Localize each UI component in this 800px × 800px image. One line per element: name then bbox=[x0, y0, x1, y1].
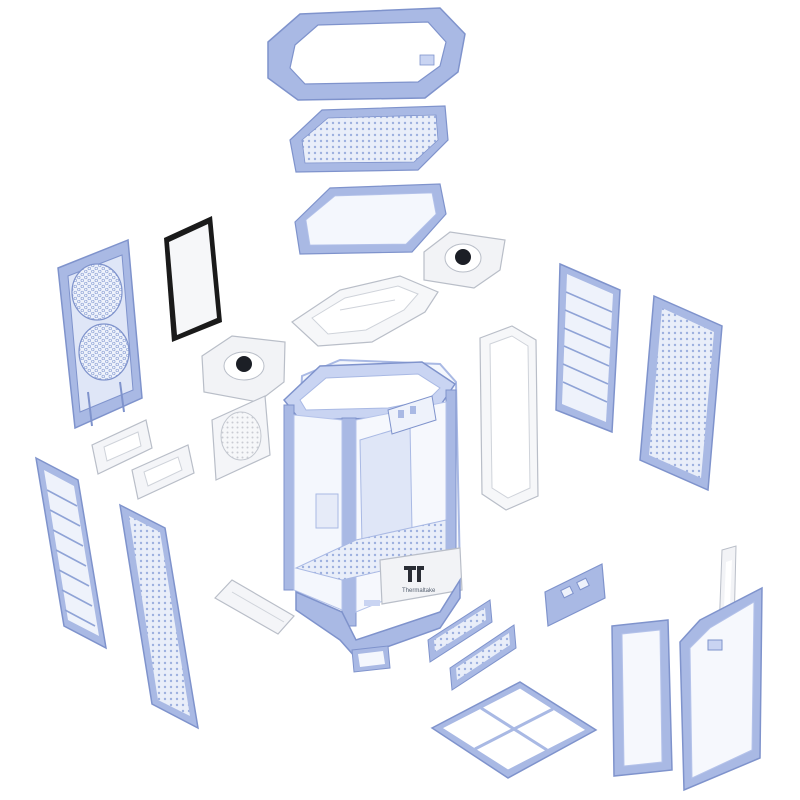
black-dust-filter bbox=[164, 216, 222, 342]
fan-left bbox=[201, 335, 286, 403]
top-mesh-filter bbox=[289, 105, 449, 173]
right-glass-side-panel bbox=[611, 619, 673, 777]
left-slatted-panel bbox=[35, 456, 107, 650]
top-cover-frame bbox=[267, 7, 466, 101]
white-fan-mesh-bracket bbox=[211, 395, 271, 481]
fan-top-right bbox=[423, 231, 506, 289]
left-front-panel-fan-grille bbox=[57, 238, 143, 430]
main-chassis: Thermaltake bbox=[282, 358, 463, 659]
small-port-cover bbox=[351, 645, 391, 673]
small-mesh-filter-2 bbox=[449, 624, 517, 691]
far-right-glass-panel bbox=[679, 586, 763, 792]
brand-logo-mark bbox=[404, 566, 424, 582]
mounting-bracket-frame bbox=[291, 275, 439, 347]
pcie-bracket-cover bbox=[214, 579, 295, 635]
brand-logo-text: Thermaltake bbox=[402, 588, 436, 594]
small-bracket-left-1 bbox=[91, 419, 153, 475]
small-mesh-filter-1 bbox=[427, 599, 493, 663]
top-glass-panel bbox=[294, 183, 447, 255]
right-perforated-panel bbox=[639, 294, 723, 492]
vertical-gpu-bracket bbox=[479, 325, 539, 511]
small-bracket-left-2 bbox=[131, 444, 195, 500]
left-perforated-panel bbox=[119, 503, 199, 730]
bottom-grid-panel bbox=[430, 681, 598, 779]
right-slatted-panel bbox=[555, 262, 621, 434]
rear-io-bracket bbox=[544, 563, 606, 627]
